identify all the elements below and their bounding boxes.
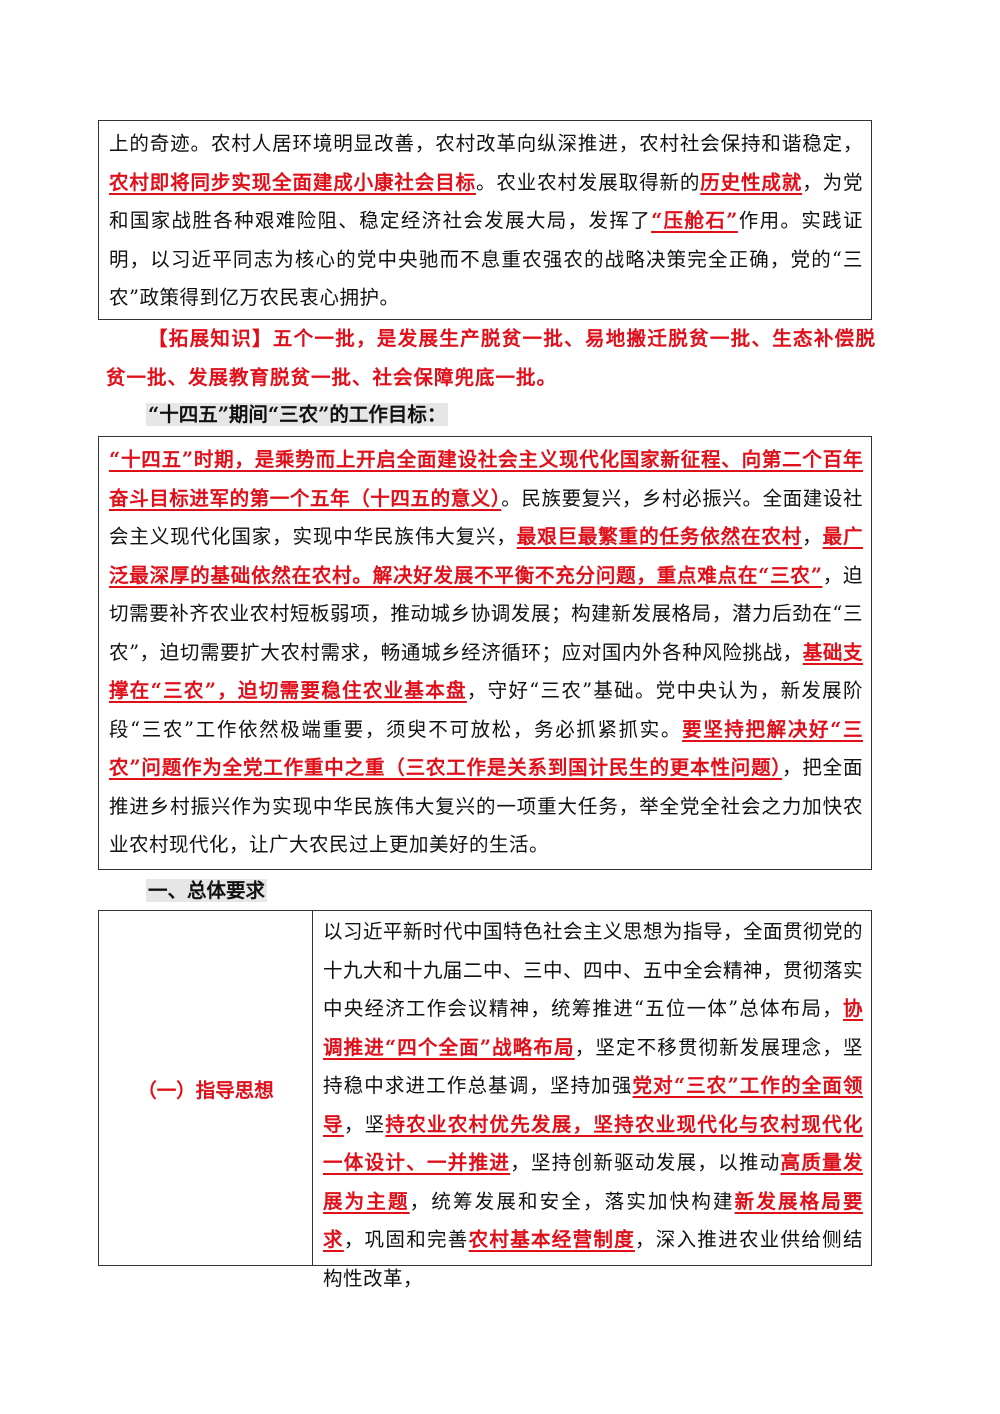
heading-text: 一、总体要求 bbox=[146, 879, 268, 902]
table-content-cell: 以习近平新时代中国特色社会主义思想为指导，全面贯彻党的十九大和十九届二中、三中、… bbox=[313, 911, 871, 1290]
highlight-text: 最广泛最深厚的基础依然在农村。解决好发展不平衡不充分问题，重点难点在“三农” bbox=[109, 525, 863, 587]
section-heading-general: 一、总体要求 bbox=[146, 872, 268, 910]
highlight-text: 农村基本经营制度 bbox=[468, 1228, 635, 1251]
highlight-text: 历史性成就 bbox=[700, 170, 803, 194]
row-label: （一）指导思想 bbox=[137, 1078, 274, 1102]
guiding-thought-paragraph: 以习近平新时代中国特色社会主义思想为指导，全面贯彻党的十九大和十九届二中、三中、… bbox=[323, 913, 863, 1298]
highlight-text: 协调推进“四个全面”战略布局 bbox=[323, 997, 863, 1059]
text-run: ，巩固和完善 bbox=[343, 1228, 469, 1251]
extension-knowledge: 【拓展知识】五个一批，是发展生产脱贫一批、易地搬迁脱贫一批、生态补偿脱贫一批、发… bbox=[106, 320, 876, 397]
achievements-paragraph: 上的奇迹。农村人居环境明显改善，农村改革向纵深推进，农村社会保持和谐稳定， 农村即… bbox=[109, 125, 863, 318]
highlight-text: 农村即将同步实现全面建成小康社会目标 bbox=[109, 170, 476, 194]
text-run: ，坚定不移贯彻新发展理念，坚持稳中求进工作总基调，坚持加强 bbox=[323, 1035, 863, 1098]
goals-box: “十四五”时期，是乘势而上开启全面建设社会主义现代化国家新征程、向第二个百年奋斗… bbox=[98, 436, 872, 870]
text-run: 上的奇迹。农村人居环境明显改善，农村改革向纵深推进，农村社会保持和谐稳定， bbox=[109, 132, 863, 155]
text-run: ， bbox=[802, 525, 823, 548]
table-label-cell: （一）指导思想 bbox=[99, 911, 313, 1265]
highlight-text: 基础支撑在“三农”，迫切需要稳住农业基本盘 bbox=[109, 640, 863, 703]
highlight-text: 持农业农村优先发展，坚持农业现代化与农村现代化一体设计、一并推进 bbox=[323, 1112, 863, 1175]
highlight-text: “压舱石” bbox=[651, 209, 738, 232]
achievements-box: 上的奇迹。农村人居环境明显改善，农村改革向纵深推进，农村社会保持和谐稳定， 农村即… bbox=[98, 120, 872, 320]
goals-paragraph: “十四五”时期，是乘势而上开启全面建设社会主义现代化国家新征程、向第二个百年奋斗… bbox=[109, 441, 863, 865]
text-run: ，统筹发展和安全，落实加快构建 bbox=[409, 1189, 735, 1213]
text-run: 。农业农村发展取得新的 bbox=[475, 170, 701, 194]
text-run: ，深入推进农业供给侧结构性改革， bbox=[323, 1228, 863, 1290]
extension-text: 【拓展知识】五个一批，是发展生产脱贫一批、易地搬迁脱贫一批、生态补偿脱贫一批、发… bbox=[106, 327, 876, 389]
section-heading-goals: “十四五”期间“三农”的工作目标： bbox=[146, 396, 449, 434]
heading-text: “十四五”期间“三农”的工作目标： bbox=[146, 403, 449, 426]
guiding-thought-table: （一）指导思想 以习近平新时代中国特色社会主义思想为指导，全面贯彻党的十九大和十… bbox=[98, 910, 872, 1290]
highlight-text: “十四五”时期，是乘势而上开启全面建设社会主义现代化国家新征程、向第二个百年奋斗… bbox=[109, 448, 863, 510]
text-run: ，迫切需要补齐农业农村短板弱项，推动城乡协调发展；构建新发展格局，潜力后劲在“三… bbox=[109, 563, 863, 664]
highlight-text: 高质量发展为主题 bbox=[323, 1151, 863, 1213]
text-run: ，坚持创新驱动发展，以推动 bbox=[510, 1151, 781, 1174]
text-run: ，为党和国家战胜各种艰难险阻、稳定经济社会发展大局，发挥了 bbox=[109, 170, 863, 233]
highlight-text: 要坚持把解决好“三农”问题作为全党工作重中之重（三农工作是关系到国计民生的更本性… bbox=[109, 717, 863, 780]
text-run: ，守好“三农”基础。党中央认为，新发展阶段“三农”工作依然极端重要，须臾不可放松… bbox=[109, 679, 863, 741]
highlight-text: 党对“三农”工作的全面领导 bbox=[323, 1074, 863, 1136]
text-run: 作用。实践证明，以习近平同志为核心的党中央驰而不息重农强农的战略决策完全正确，党… bbox=[109, 209, 863, 309]
text-run: ，坚 bbox=[343, 1112, 386, 1136]
text-run: ，把全面推进乡村振兴作为实现中华民族伟大复兴的一项重大任务，举全党全社会之力加快… bbox=[109, 756, 863, 856]
highlight-text: 最艰巨最繁重的任务依然在农村 bbox=[516, 525, 803, 548]
highlight-text: 新发展格局要求 bbox=[323, 1189, 863, 1252]
text-run: 。民族要复兴，乡村必振兴。全面建设社会主义现代化国家，实现中华民族伟大复兴， bbox=[109, 486, 863, 549]
text-run: 以习近平新时代中国特色社会主义思想为指导，全面贯彻党的十九大和十九届二中、三中、… bbox=[323, 920, 864, 1020]
